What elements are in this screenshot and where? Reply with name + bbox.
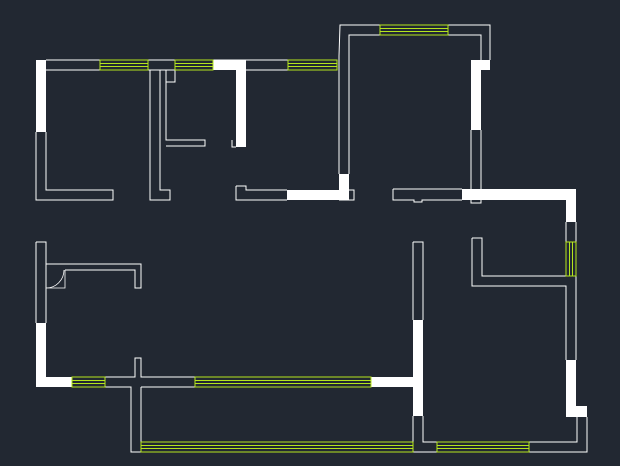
window [71, 376, 106, 388]
wall-segment [213, 60, 246, 70]
central-partition-walls [412, 241, 437, 453]
wall-segment [236, 70, 246, 147]
wall-segment [471, 70, 481, 130]
windows [71, 24, 577, 453]
wall-segment [566, 406, 587, 417]
top-right-room-walls [336, 24, 491, 204]
wall-segment [471, 60, 490, 70]
window [565, 241, 577, 277]
window [436, 441, 530, 453]
door-swing [45, 269, 66, 289]
top-left-rooms-walls [35, 59, 355, 201]
wall-segment [413, 320, 423, 416]
wall-segment [462, 189, 576, 200]
window [287, 59, 338, 71]
wall-segment [36, 323, 46, 387]
lower-left-room-walls [35, 241, 413, 453]
window [140, 441, 414, 453]
wall-segment [287, 190, 339, 200]
wall-segment [566, 360, 576, 408]
window [99, 59, 149, 71]
window [379, 24, 449, 36]
wall-segment [371, 377, 413, 387]
wall-segment [339, 174, 349, 200]
wall-segment [36, 377, 72, 387]
window [174, 59, 214, 71]
window [194, 376, 372, 388]
wall-segment [566, 200, 576, 222]
wall-segment [36, 60, 46, 132]
